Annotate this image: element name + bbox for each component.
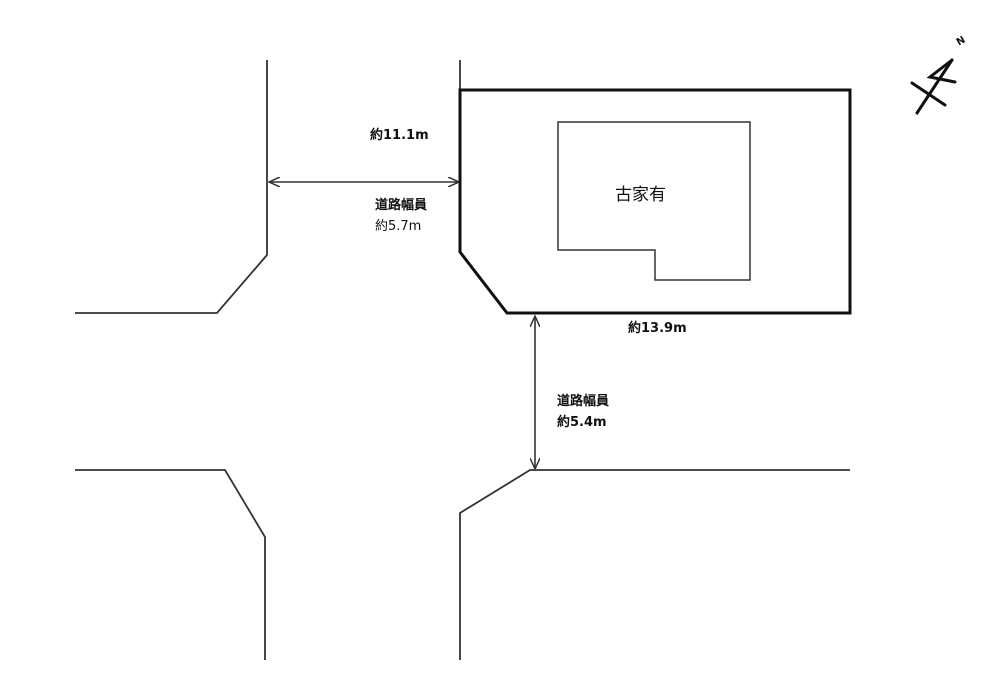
building-label: 古家有: [615, 185, 666, 205]
frontage-west-label: 約11.1m: [370, 128, 429, 143]
north-arrow-icon: [910, 58, 957, 115]
road-south-width: 約5.4m: [557, 415, 607, 430]
house-outline: [557, 121, 751, 281]
property-boundary: [458, 88, 852, 315]
road-edge-southwest: [75, 469, 266, 660]
road-west-title: 道路幅員: [375, 198, 428, 213]
road-edge-northwest: [75, 60, 268, 314]
road-edge-southeast: [459, 469, 850, 660]
road-west-width: 約5.7m: [375, 219, 422, 234]
frontage-south-label: 約13.9m: [628, 321, 687, 336]
road-south-title: 道路幅員: [557, 394, 610, 409]
